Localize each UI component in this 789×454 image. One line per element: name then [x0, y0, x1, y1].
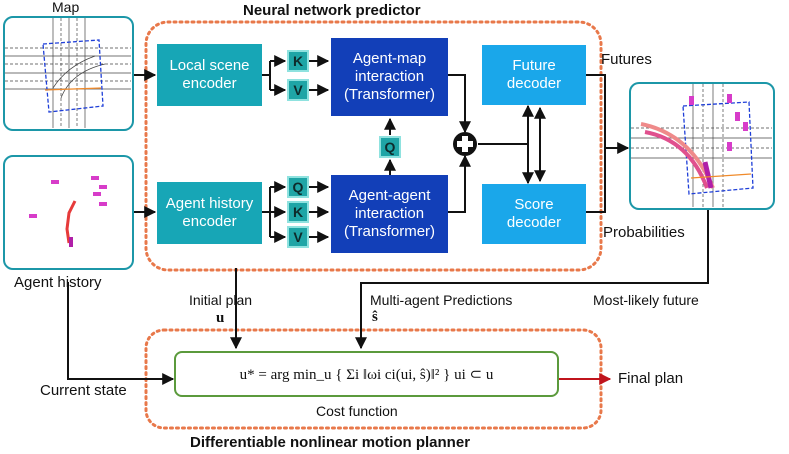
cost-function-label: Cost function: [316, 403, 398, 419]
probabilities-label: Probabilities: [603, 224, 685, 241]
cost-function-formula: u* = arg min_u { Σi ‖ωi ci(ui, ŝ)‖² } ui…: [239, 366, 494, 383]
predictor-frame: [144, 20, 603, 272]
predictions-symbol: ŝ: [372, 309, 378, 325]
final-plan-label: Final plan: [618, 370, 684, 387]
agent-history-encoder: Agent history encoder: [157, 182, 262, 244]
predictor-title: Neural network predictor: [243, 2, 421, 19]
sum-node: [453, 132, 477, 156]
initial-plan-symbol: u: [216, 310, 225, 326]
agent-map-interaction: Agent-map interaction (Transformer): [331, 38, 448, 116]
query-token-agent: Q: [287, 176, 309, 198]
agent-history-encoder-label: Agent history encoder: [165, 195, 254, 230]
agent-history-image: [3, 155, 134, 270]
agent-map-interaction-label: Agent-map interaction (Transformer): [343, 50, 436, 103]
future-decoder-label: Future decoder: [506, 57, 562, 92]
cost-function-box: u* = arg min_u { Σi ‖ωi ci(ui, ŝ)‖² } ui…: [174, 351, 559, 397]
query-token-cross: Q: [379, 136, 401, 158]
map-label: Map: [52, 0, 80, 15]
key-token-agent: K: [287, 201, 309, 223]
key-token-map: K: [287, 50, 309, 72]
multi-agent-predictions-label: Multi-agent Predictions: [370, 292, 513, 308]
future-decoder: Future decoder: [482, 45, 586, 105]
agent-history-drawing: [29, 176, 107, 247]
score-decoder: Score decoder: [482, 184, 586, 244]
futures-label: Futures: [601, 51, 652, 68]
current-state-label: Current state: [40, 382, 127, 399]
local-scene-encoder: Local scene encoder: [157, 44, 262, 106]
map-drawing: [5, 18, 131, 128]
predicted-futures-drawing: [631, 84, 772, 207]
value-token-agent: V: [287, 226, 309, 248]
agent-agent-interaction: Agent-agent interaction (Transformer): [331, 175, 448, 253]
predicted-futures-image: [629, 82, 775, 210]
map-image: [3, 16, 134, 131]
agent-agent-interaction-label: Agent-agent interaction (Transformer): [343, 187, 436, 240]
most-likely-future-label: Most-likely future: [593, 292, 699, 308]
initial-plan-label: Initial plan: [189, 292, 253, 308]
value-token-map: V: [287, 79, 309, 101]
score-decoder-label: Score decoder: [506, 196, 562, 231]
planner-title: Differentiable nonlinear motion planner: [190, 434, 471, 451]
agent-history-label: Agent history: [14, 274, 102, 291]
local-scene-encoder-label: Local scene encoder: [169, 57, 250, 92]
